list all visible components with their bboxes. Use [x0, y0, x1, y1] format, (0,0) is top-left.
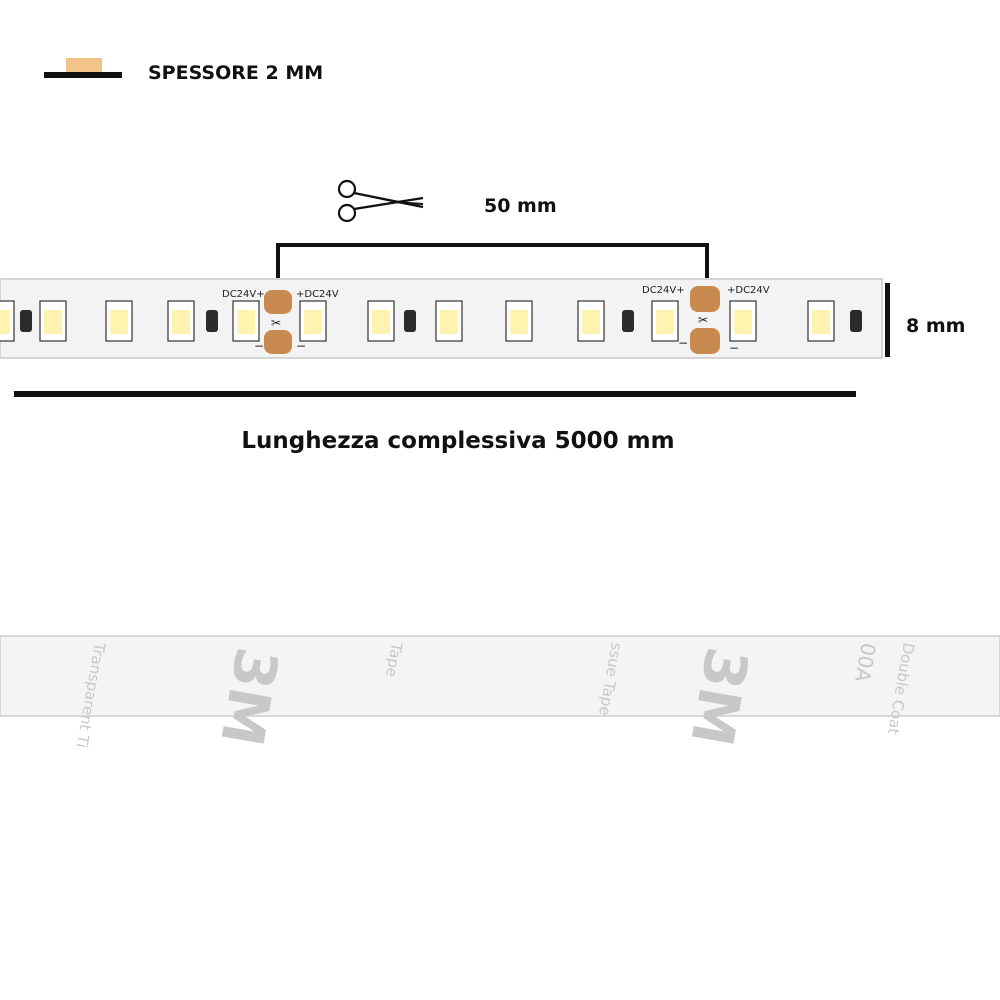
- adhesive-tape-back: Transparent Ti 3M Tape ssue Tape 3M 00A …: [0, 635, 1000, 751]
- led-chip: [440, 310, 458, 334]
- cut-mark: ✂: [271, 316, 281, 330]
- thickness-base-line: [44, 72, 122, 78]
- resistor: [206, 310, 218, 332]
- led-chip: [0, 310, 10, 334]
- thickness-indicator: SPESSORE 2 MM: [44, 58, 323, 84]
- total-length-label: Lunghezza complessiva 5000 mm: [241, 428, 674, 454]
- copper-pad-top: [264, 290, 292, 314]
- copper-pad-bottom: [264, 330, 292, 354]
- resistor: [850, 310, 862, 332]
- minus-right: −: [296, 339, 306, 353]
- width-indicator-bar: [885, 283, 890, 357]
- total-length-line: [14, 391, 856, 397]
- resistor: [622, 310, 634, 332]
- led-chip: [237, 310, 255, 334]
- resistor: [404, 310, 416, 332]
- led-chip: [582, 310, 600, 334]
- minus-left: −: [254, 339, 264, 353]
- led-chip: [304, 310, 322, 334]
- led-strip: DC24V+ +DC24V ✂ − − DC24V+ +DC24V ✂ − −: [0, 278, 883, 359]
- minus-left: −: [678, 336, 688, 350]
- tape-brand-mark: 3M: [207, 643, 291, 751]
- cut-interval-bracket: [276, 243, 709, 278]
- led-chip: [510, 310, 528, 334]
- copper-pad-bottom: [690, 328, 720, 354]
- led-chip: [172, 310, 190, 334]
- cut-interval-label: 50 mm: [484, 195, 557, 217]
- led-chip: [372, 310, 390, 334]
- width-label: 8 mm: [906, 315, 965, 337]
- led-chip: [812, 310, 830, 334]
- led-chip: [734, 310, 752, 334]
- cut-pad-group-left: DC24V+ +DC24V ✂ − −: [222, 289, 339, 354]
- tape-brand-mark-2: 3M: [677, 643, 761, 751]
- led-chip: [110, 310, 128, 334]
- tape-fragment-2: Tape: [382, 640, 406, 678]
- pad-label-right: +DC24V: [727, 285, 770, 296]
- strip-components: [0, 300, 862, 342]
- tape-body: [0, 635, 1000, 717]
- thickness-swatch: [66, 58, 102, 73]
- minus-right: −: [729, 341, 739, 355]
- cut-mark: ✂: [698, 313, 708, 327]
- resistor: [20, 310, 32, 332]
- scissors-icon: [337, 179, 424, 223]
- pad-label-left: DC24V+: [222, 289, 265, 300]
- led-chip: [656, 310, 674, 334]
- pad-label-left: DC24V+: [642, 285, 685, 296]
- led-chip: [44, 310, 62, 334]
- cut-pad-group-right: DC24V+ +DC24V ✂ − −: [642, 285, 770, 355]
- thickness-label: SPESSORE 2 MM: [148, 62, 323, 84]
- copper-pad-top: [690, 286, 720, 312]
- pad-label-right: +DC24V: [296, 289, 339, 300]
